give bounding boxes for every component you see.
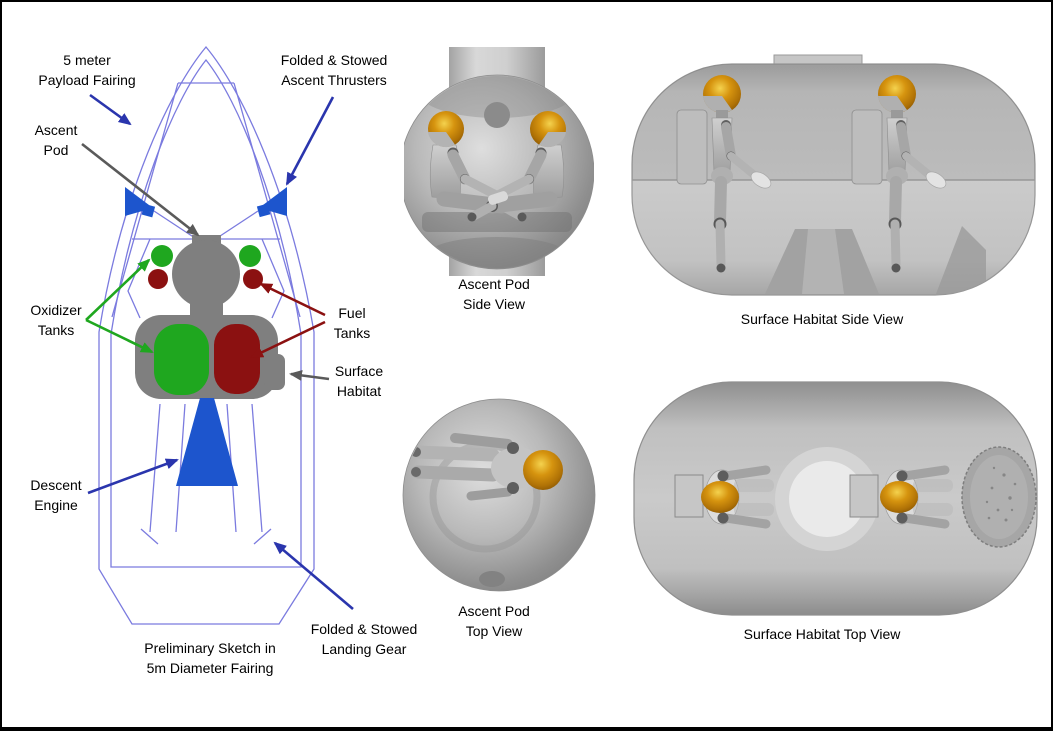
seat-panel-right (849, 474, 879, 518)
fairing-outer-line (98, 45, 315, 625)
habitat-right-panel (936, 226, 986, 294)
label-line: Engine (34, 497, 78, 513)
label-line: Surface (334, 363, 384, 379)
label-line: Descent (30, 477, 82, 493)
oxidizer-arrow-upper (85, 258, 151, 321)
label-payload-fairing: 5 meter Payload Fairing (38, 50, 135, 90)
label-line: Folded & Stowed (280, 52, 388, 68)
label-line: Landing Gear (321, 641, 407, 657)
landing-gear-arrow (273, 541, 354, 610)
label-line: Oxidizer (30, 302, 82, 318)
fairing-inner-line (110, 58, 302, 568)
label-line: Pod (43, 142, 69, 158)
pod-window (484, 102, 510, 128)
label-surface-habitat: Surface Habitat (335, 361, 383, 401)
caption-line: Surface Habitat Side View (740, 311, 904, 327)
caption-line: Side View (462, 296, 526, 312)
landing-gear-ticks (140, 528, 272, 545)
leader-arrows (81, 93, 354, 610)
oxidizer-tanks-shapes (151, 245, 261, 395)
surface-habitat-side-caption: Surface Habitat Side View (741, 309, 903, 329)
label-ascent-pod: Ascent Pod (35, 120, 78, 160)
surface-habitat-arrow (289, 369, 330, 381)
label-line: Habitat (336, 383, 382, 399)
label-line: 5 meter (63, 52, 111, 68)
ascent-pod-side-view (404, 47, 594, 276)
label-oxidizer-tanks: Oxidizer Tanks (30, 300, 81, 340)
label-descent-engine: Descent Engine (30, 475, 81, 515)
habitat-top-interior (674, 446, 1037, 551)
caption-line: Ascent Pod (458, 276, 530, 292)
fuel-tanks-shapes (148, 269, 263, 394)
payload-envelope-line (111, 82, 301, 318)
caption-line: Top View (465, 623, 523, 639)
ascent-thrusters-arrow (285, 96, 335, 186)
ascent-pod-shape (172, 235, 240, 322)
airlock-texture (985, 466, 1017, 522)
label-fuel-tanks: Fuel Tanks (334, 303, 371, 343)
pod-top-interior (411, 438, 600, 599)
ascent-pod-top-caption: Ascent Pod Top View (458, 601, 530, 641)
label-line: Ascent Thrusters (281, 72, 387, 88)
ascent-pod-side-caption: Ascent Pod Side View (458, 274, 530, 314)
oxidizer-arrow-lower (85, 318, 154, 354)
locker-right (851, 109, 883, 185)
sketch-caption: Preliminary Sketch in 5m Diameter Fairin… (144, 638, 276, 678)
descent-engine-arrow (87, 458, 179, 495)
label-line: Payload Fairing (38, 72, 136, 88)
label-landing-gear: Folded & Stowed Landing Gear (311, 619, 418, 659)
ascent-thruster-shapes (125, 187, 287, 218)
center-hatch (789, 461, 865, 537)
surface-habitat-top-caption: Surface Habitat Top View (744, 624, 901, 644)
habitat-interior (632, 64, 1035, 294)
astronaut-bottom (558, 565, 600, 599)
caption-line: Preliminary Sketch in (144, 640, 276, 656)
label-ascent-thrusters: Folded & Stowed Ascent Thrusters (281, 50, 388, 90)
surface-habitat-side-view (631, 54, 1036, 296)
ascent-pod-arrow (81, 142, 200, 237)
ascent-pod-top-view (402, 398, 600, 599)
caption-line: 5m Diameter Fairing (146, 660, 274, 676)
label-line: Tanks (37, 322, 75, 338)
label-line: Tanks (333, 325, 371, 341)
label-line: Fuel (338, 305, 366, 321)
fuel-arrow-lower (250, 320, 326, 359)
locker-left (676, 109, 708, 185)
fuel-arrow-upper (259, 282, 326, 317)
caption-line: Surface Habitat Top View (743, 626, 901, 642)
caption-line: Ascent Pod (458, 603, 530, 619)
label-line: Folded & Stowed (310, 621, 418, 637)
surface-habitat-top-view (633, 381, 1038, 616)
descent-engine-shape (176, 398, 238, 486)
payload-fairing-arrow (89, 93, 132, 126)
seat-panel-left (674, 474, 704, 518)
pod-top-hatch (479, 571, 505, 587)
label-line: Ascent (34, 122, 78, 138)
